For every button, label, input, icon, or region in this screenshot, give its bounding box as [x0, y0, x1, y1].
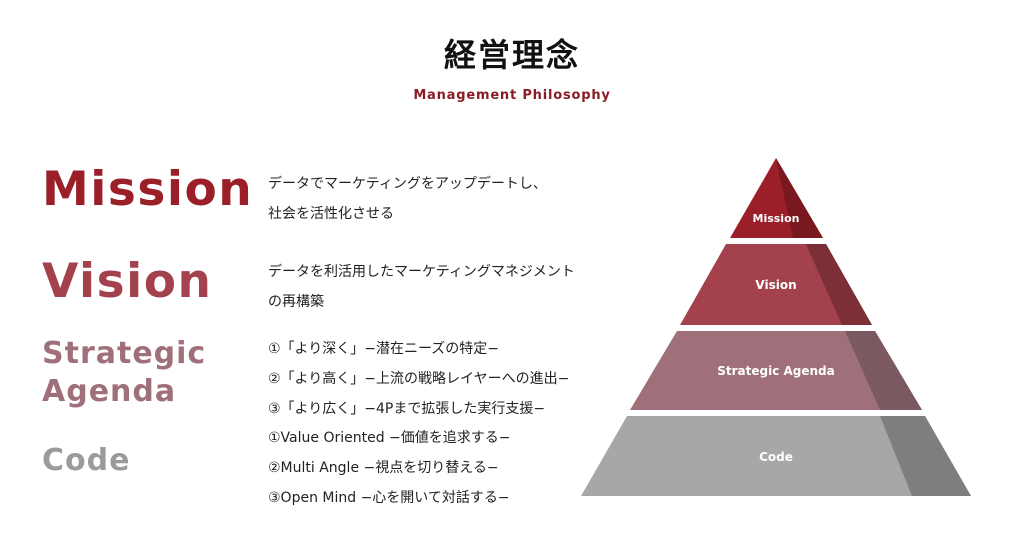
page-subtitle: Management Philosophy	[413, 88, 611, 103]
code-description: ①Value Oriented −価値を追求する− ②Multi Angle −…	[268, 423, 588, 513]
pyramid-tier-strategic: Strategic Agenda	[630, 331, 922, 410]
pyramid-tier-mission: Mission	[730, 158, 823, 238]
strategic-line-3: ③「より広く」−4Pまで拡張した実行支援−	[268, 401, 546, 417]
code-heading: Code	[42, 443, 131, 478]
pyramid-tier-code: Code	[581, 416, 971, 496]
vision-tier-shade	[806, 244, 872, 325]
strategic-agenda-description: ①「より深く」−潜在ニーズの特定− ②「より高く」−上流の戦略レイヤーへの進出−…	[268, 334, 588, 424]
strategic-tier-shade	[845, 331, 922, 410]
mission-line-1: データでマーケティングをアップデートし、	[268, 176, 547, 192]
strategic-line-1: ①「より深く」−潜在ニーズの特定−	[268, 341, 500, 357]
mission-heading: Mission	[42, 162, 254, 217]
page-title: 経営理念	[443, 36, 580, 74]
mission-line-2: 社会を活性化させる	[268, 206, 394, 222]
strategic-heading-line-2: Agenda	[42, 374, 177, 409]
code-tier-label: Code	[759, 450, 793, 464]
vision-description: データを利活用したマーケティングマネジメント の再構築	[268, 257, 588, 317]
vision-line-1: データを利活用したマーケティングマネジメント	[268, 264, 575, 280]
strategic-line-2: ②「より高く」−上流の戦略レイヤーへの進出−	[268, 371, 570, 387]
mission-tier-label: Mission	[753, 212, 800, 225]
mission-description: データでマーケティングをアップデートし、 社会を活性化させる	[268, 169, 588, 229]
strategic-tier-label: Strategic Agenda	[717, 364, 835, 378]
strategic-heading-line-1: Strategic	[42, 336, 207, 371]
code-tier-face	[581, 416, 971, 496]
code-line-1: ①Value Oriented −価値を追求する−	[268, 430, 511, 446]
code-line-2: ②Multi Angle −視点を切り替える−	[268, 460, 499, 476]
strategic-tier-face	[630, 331, 922, 410]
vision-tier-label: Vision	[755, 278, 796, 292]
code-line-3: ③Open Mind −心を開いて対話する−	[268, 490, 510, 506]
pyramid-tier-vision: Vision	[680, 244, 872, 325]
strategic-agenda-heading: Strategic Agenda	[42, 335, 206, 411]
vision-line-2: の再構築	[268, 294, 324, 310]
vision-heading: Vision	[42, 254, 213, 309]
mission-tier-shade	[776, 158, 823, 238]
code-tier-shade	[880, 416, 971, 496]
